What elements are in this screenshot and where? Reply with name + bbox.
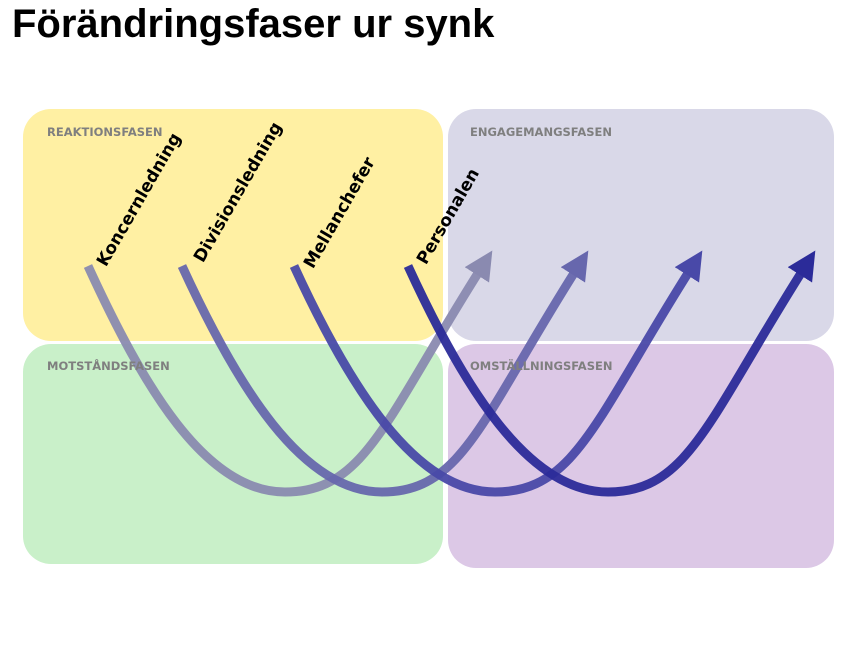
quadrant-motstandsfasen xyxy=(23,344,443,564)
quadrant-engagemangsfasen xyxy=(448,109,834,341)
curve-mellanchefer xyxy=(289,250,703,497)
page-title: Förändringsfaser ur synk xyxy=(12,2,495,46)
quadrant-label-reaktionsfasen: REAKTIONSFASEN xyxy=(47,125,163,139)
quadrant-label-motstandsfasen: MOTSTÅNDSFASEN xyxy=(47,359,170,373)
quadrant-reaktionsfasen xyxy=(23,109,443,341)
quadrant-label-omstallningsfasen: OMSTÄLLNINGSFASEN xyxy=(470,359,613,373)
curve-divisionsledning xyxy=(177,250,589,497)
curve-personalen xyxy=(403,250,816,497)
curve-koncernledning xyxy=(83,250,493,497)
quadrant-label-engagemangsfasen: ENGAGEMANGSFASEN xyxy=(470,125,613,139)
